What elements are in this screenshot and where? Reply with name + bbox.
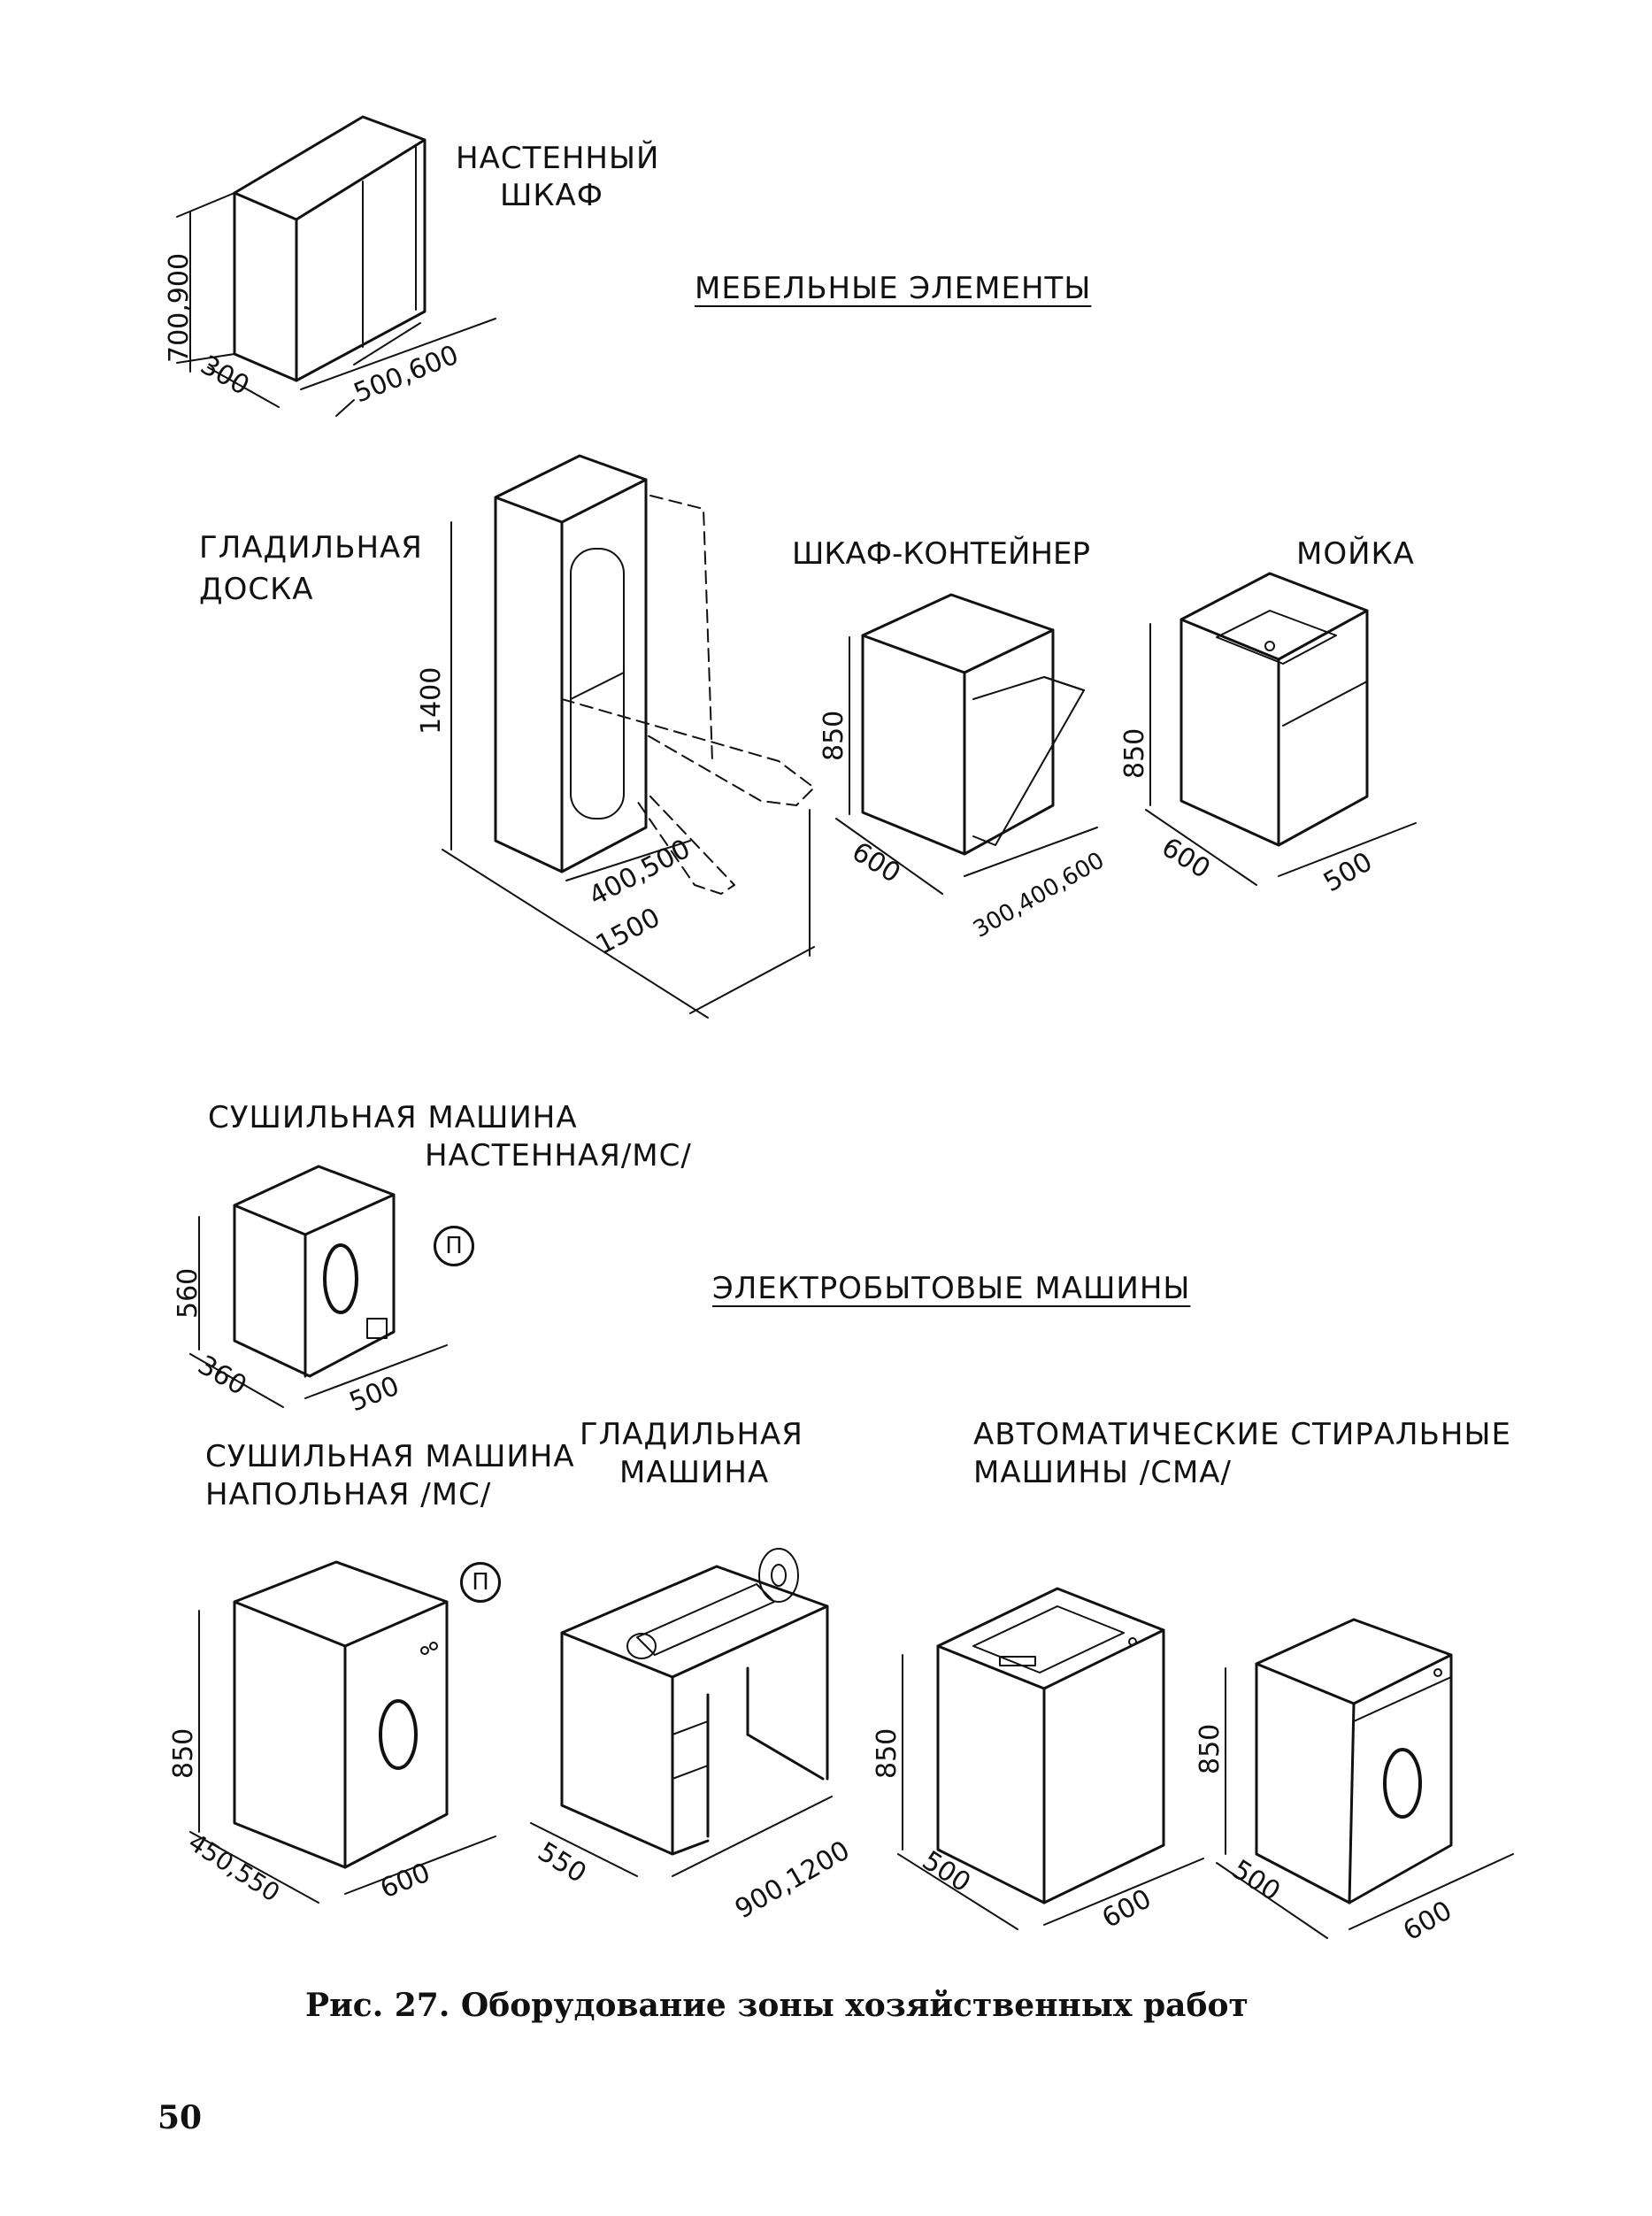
- container-cabinet-label: ШКАФ-КОНТЕЙНЕР: [792, 536, 1090, 572]
- sink-drawing: [1145, 572, 1417, 886]
- floor-dryer-height-dim: 850: [168, 1727, 199, 1779]
- washing-machines-label-2: МАШИНЫ /СМА/: [973, 1455, 1233, 1490]
- container-cabinet-height-dim: 850: [818, 710, 849, 761]
- wall-dryer-marker: П: [434, 1226, 474, 1266]
- wall-dryer-height-dim: 560: [173, 1267, 204, 1319]
- ironing-board-label-1: ГЛАДИЛЬНАЯ: [199, 530, 423, 566]
- floor-dryer-label-2: НАПОЛЬНАЯ /МС/: [205, 1477, 492, 1512]
- washing-machine-front-height-dim: 850: [1195, 1723, 1226, 1774]
- figure-caption: Рис. 27. Оборудование зоны хозяйственных…: [305, 1987, 1249, 2024]
- wall-dryer-label-1: СУШИЛЬНАЯ МАШИНА: [208, 1100, 578, 1135]
- wall-dryer-drawing: [189, 1165, 448, 1408]
- ironing-machine-label-2: МАШИНА: [619, 1455, 770, 1490]
- floor-dryer-marker: П: [460, 1562, 501, 1603]
- ironing-machine-label-1: ГЛАДИЛЬНАЯ: [580, 1417, 803, 1452]
- ironing-board-drawing: [442, 454, 815, 1019]
- section-furniture-heading: МЕБЕЛЬНЫЕ ЭЛЕМЕНТЫ: [695, 271, 1092, 306]
- ironing-machine-drawing: [530, 1548, 833, 1877]
- washing-machines-label-1: АВТОМАТИЧЕСКИЕ СТИРАЛЬНЫЕ: [973, 1417, 1511, 1452]
- container-cabinet-drawing: [835, 593, 1098, 895]
- ironing-board-height-dim: 1400: [416, 666, 447, 735]
- ironing-board-label-2: ДОСКА: [199, 572, 314, 607]
- wall-cabinet-label-1: НАСТЕННЫЙ: [456, 141, 660, 176]
- wall-dryer-label-2: НАСТЕННАЯ/МС/: [425, 1138, 692, 1173]
- washing-machine-top-drawing: [897, 1587, 1204, 1930]
- washing-machine-top-height-dim: 850: [872, 1727, 903, 1779]
- section-appliances-heading: ЭЛЕКТРОБЫТОВЫЕ МАШИНЫ: [712, 1271, 1191, 1306]
- page-number: 50: [158, 2099, 203, 2136]
- floor-dryer-drawing: [189, 1560, 496, 1904]
- washing-machine-front-drawing: [1216, 1618, 1514, 1939]
- wall-cabinet-drawing: [176, 115, 496, 417]
- wall-cabinet-height-dim: 700,900: [164, 252, 195, 363]
- wall-cabinet-label-2: ШКАФ: [500, 178, 604, 213]
- sink-label: МОЙКА: [1296, 536, 1415, 572]
- floor-dryer-label-1: СУШИЛЬНАЯ МАШИНА: [205, 1439, 575, 1474]
- sink-height-dim: 850: [1119, 727, 1150, 779]
